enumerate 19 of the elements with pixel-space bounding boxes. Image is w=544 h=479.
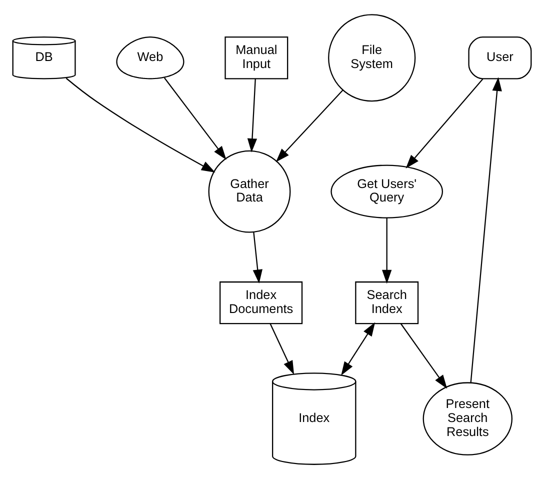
arrow xyxy=(270,324,294,375)
arrow xyxy=(66,78,216,173)
node-circle: Gather Data xyxy=(208,150,291,233)
node-box: Index Documents xyxy=(219,281,303,324)
arrow xyxy=(247,78,258,152)
arrow xyxy=(470,77,502,383)
arrow xyxy=(276,90,344,162)
node-box: Manual Input xyxy=(224,36,288,80)
node-box: Search Index xyxy=(355,281,419,324)
node-circle: File System xyxy=(328,14,416,102)
arrow xyxy=(406,78,484,168)
arrow xyxy=(341,322,376,376)
arrow xyxy=(382,218,392,284)
node-ellipse: Get Users' Query xyxy=(330,164,444,218)
arrow xyxy=(252,232,262,284)
arrow xyxy=(164,78,226,160)
arrow xyxy=(400,323,448,389)
node-box: User xyxy=(468,36,532,80)
node-ellipse: Present Search Results xyxy=(422,382,513,456)
